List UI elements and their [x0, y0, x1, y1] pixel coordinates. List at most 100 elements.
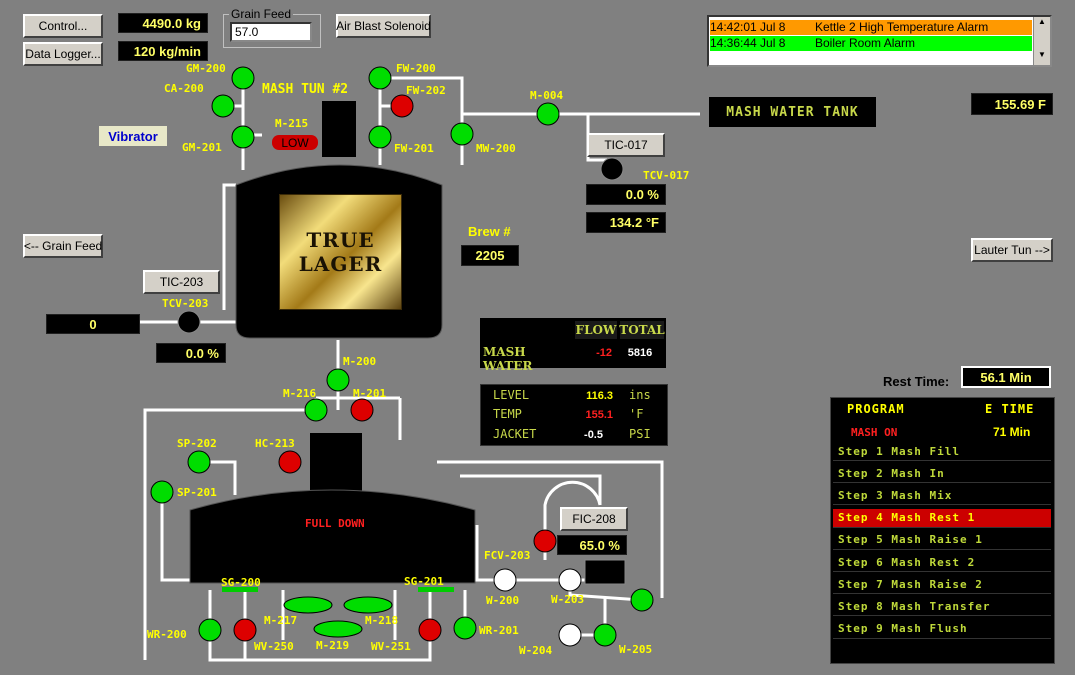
- program-step[interactable]: Step 9 Mash Flush: [833, 619, 1051, 639]
- tic-203-setpoint[interactable]: 0: [46, 314, 140, 334]
- m-200-valve-icon[interactable]: [326, 368, 350, 392]
- wr-200-valve-icon[interactable]: [198, 618, 222, 642]
- sp-201-label: SP-201: [177, 486, 217, 499]
- tcv-017-label: TCV-017: [643, 169, 690, 182]
- alarm-scrollbar[interactable]: ▲ ▼: [1033, 17, 1050, 65]
- w-205-valve-icon[interactable]: [593, 623, 617, 647]
- m-215-level-switch[interactable]: LOW: [272, 135, 318, 150]
- grain-feed-input[interactable]: [230, 22, 312, 42]
- m-217-motor-icon[interactable]: [283, 596, 333, 614]
- true-lager-logo: TRUE LAGER: [279, 194, 402, 310]
- grain-feed-group-label: Grain Feed: [229, 7, 294, 21]
- program-panel: PROGRAM E TIME MASH ON 71 Min Step 1 Mas…: [830, 397, 1055, 664]
- gm-201-valve-icon[interactable]: [231, 125, 255, 149]
- m-219-motor-icon[interactable]: [313, 620, 363, 638]
- program-step[interactable]: Step 8 Mash Transfer: [833, 597, 1051, 617]
- m-216-pump-icon[interactable]: [304, 398, 328, 422]
- program-step[interactable]: Step 3 Mash Mix: [833, 486, 1051, 506]
- program-status: MASH ON: [851, 426, 898, 439]
- total-header: TOTAL: [619, 321, 665, 339]
- ca-200-valve-icon[interactable]: [211, 94, 235, 118]
- tic-203-button[interactable]: TIC-203: [143, 270, 220, 294]
- m-217-label: M-217: [264, 614, 298, 627]
- program-header: PROGRAM: [847, 402, 905, 416]
- fw-200-valve-icon[interactable]: [368, 66, 392, 90]
- temp-label: TEMP: [493, 407, 522, 421]
- w-200-valve-icon[interactable]: [493, 568, 517, 592]
- scroll-up-icon[interactable]: ▲: [1038, 17, 1046, 26]
- logo-line1: TRUE: [306, 228, 375, 252]
- tank-temp-display: 155.69 F: [971, 93, 1053, 115]
- gm-200-valve-icon[interactable]: [231, 66, 255, 90]
- temp-unit: 'F: [629, 407, 644, 421]
- alarm-row[interactable]: 14:42:01 Jul 8 Kettle 2 High Temperature…: [710, 20, 1032, 35]
- mw-200-valve-icon[interactable]: [450, 122, 474, 146]
- sp-202-valve-icon[interactable]: [187, 450, 211, 474]
- mash-water-row-label: MASH WATER: [483, 345, 533, 373]
- program-step[interactable]: Step 6 Mash Rest 2: [833, 553, 1051, 572]
- air-blast-solenoid-button[interactable]: Air Blast Solenoid: [336, 14, 431, 38]
- mash-water-flow: -12: [596, 347, 612, 359]
- m-218-label: M-218: [365, 614, 399, 627]
- gm-201-label: GM-201: [182, 141, 222, 154]
- jacket-label: JACKET: [493, 427, 537, 441]
- program-status-time: 71 Min: [993, 425, 1031, 439]
- w-205-label: W-205: [619, 643, 653, 656]
- fw-201-valve-icon[interactable]: [368, 125, 392, 149]
- alarm-row[interactable]: 14:36:44 Jul 8 Boiler Room Alarm: [710, 36, 1032, 51]
- jacket-unit: PSI: [629, 427, 651, 441]
- ca-200-label: CA-200: [164, 82, 204, 95]
- hc-213-label: HC-213: [255, 437, 295, 450]
- grain-feed-nav-button[interactable]: <-- Grain Feed: [23, 234, 103, 258]
- sg-200-label: SG-200: [221, 576, 261, 589]
- w-203-label: W-203: [551, 593, 585, 606]
- fcv-203-valve-icon[interactable]: [533, 529, 557, 553]
- lauter-status: FULL DOWN: [305, 517, 365, 530]
- m-200-label: M-200: [343, 355, 377, 368]
- tcv-017-output: 0.0 %: [586, 184, 666, 205]
- sp-201-valve-icon[interactable]: [150, 480, 174, 504]
- m-201-valve-icon[interactable]: [350, 398, 374, 422]
- alarm-text: Boiler Room Alarm: [815, 36, 916, 50]
- alarm-list[interactable]: 14:42:01 Jul 8 Kettle 2 High Temperature…: [707, 15, 1052, 67]
- mash-water-tank[interactable]: MASH WATER TANK: [709, 97, 876, 127]
- w-pump-icon[interactable]: [630, 588, 654, 612]
- brew-label: Brew #: [468, 224, 511, 239]
- w-203-valve-icon[interactable]: [558, 568, 582, 592]
- tcv-203-valve-icon[interactable]: [177, 310, 201, 334]
- m-219-label: M-219: [316, 639, 350, 652]
- program-step[interactable]: Step 4 Mash Rest 1: [833, 508, 1051, 528]
- wr-201-label: WR-201: [479, 624, 519, 637]
- readings-panel: LEVEL 116.3 ins TEMP 155.1 'F JACKET -0.…: [480, 384, 668, 446]
- m-218-motor-icon[interactable]: [343, 596, 393, 614]
- program-step[interactable]: Step 2 Mash In: [833, 464, 1051, 484]
- vibrator-indicator[interactable]: Vibrator: [99, 126, 167, 146]
- program-step[interactable]: Step 7 Mash Raise 2: [833, 575, 1051, 595]
- fic-208-meter-icon: [584, 559, 626, 585]
- w-204-valve-icon[interactable]: [558, 623, 582, 647]
- program-step[interactable]: Step 5 Mash Raise 1: [833, 530, 1051, 550]
- m-004-pump-icon[interactable]: [536, 102, 560, 126]
- fic-208-output: 65.0 %: [557, 535, 627, 555]
- tic-017-button[interactable]: TIC-017: [587, 133, 665, 157]
- sp-202-label: SP-202: [177, 437, 217, 450]
- program-step[interactable]: Step 1 Mash Fill: [833, 442, 1051, 461]
- fw-202-valve-icon[interactable]: [390, 94, 414, 118]
- hc-213-valve-icon[interactable]: [278, 450, 302, 474]
- tcv-017-valve-icon[interactable]: [600, 157, 624, 181]
- fic-208-button[interactable]: FIC-208: [560, 507, 628, 531]
- temp-value: 155.1: [585, 409, 613, 421]
- wr-201-valve-icon[interactable]: [453, 616, 477, 640]
- brew-number: 2205: [461, 245, 519, 266]
- weight-display: 4490.0 kg: [118, 13, 208, 33]
- scroll-down-icon[interactable]: ▼: [1038, 50, 1046, 59]
- lauter-tun-nav-button[interactable]: Lauter Tun -->: [971, 238, 1053, 262]
- wv-250-label: WV-250: [254, 640, 294, 653]
- etime-header: E TIME: [985, 402, 1035, 416]
- data-logger-button[interactable]: Data Logger...: [23, 42, 103, 66]
- rest-time-label: Rest Time:: [883, 374, 950, 389]
- control-button[interactable]: Control...: [23, 14, 103, 38]
- wv-251-valve-icon[interactable]: [418, 618, 442, 642]
- wv-250-valve-icon[interactable]: [233, 618, 257, 642]
